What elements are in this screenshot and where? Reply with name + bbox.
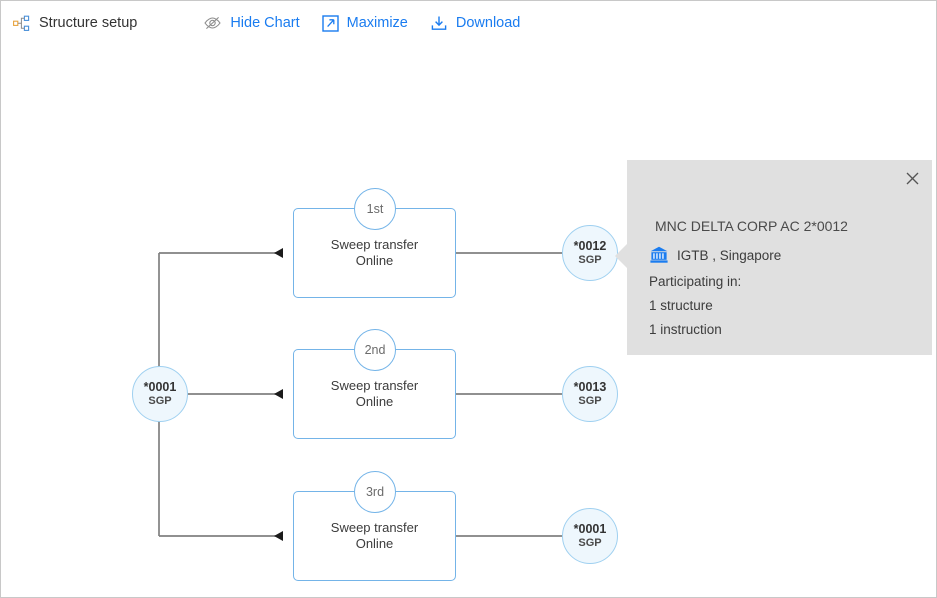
tooltip-structure-count: 1 structure (649, 298, 713, 313)
tooltip-participating-label: Participating in: (649, 274, 742, 289)
structure-setup-label: Structure setup (39, 15, 138, 31)
account-country: SGP (578, 536, 602, 549)
tooltip-bank-label: IGTB , Singapore (677, 247, 782, 263)
sequence-badge-1: 1st (354, 188, 396, 230)
action-node-2-line2: Online (355, 394, 394, 409)
tooltip-title: MNC DELTA CORP AC 2*0012 (655, 218, 848, 234)
account-details-tooltip: MNC DELTA CORP AC 2*0012 IGTB , Singapor… (615, 160, 932, 355)
account-number: *0001 (143, 380, 177, 395)
account-country: SGP (578, 394, 602, 407)
sequence-badge-2: 2nd (354, 329, 396, 371)
sequence-badge-1-label: 1st (366, 202, 384, 216)
account-node-target-1[interactable]: *0012 SGP (562, 225, 618, 281)
sequence-badge-3-label: 3rd (365, 485, 385, 499)
tooltip-body: MNC DELTA CORP AC 2*0012 IGTB , Singapor… (649, 218, 922, 346)
close-icon[interactable] (902, 168, 922, 188)
sequence-badge-3: 3rd (354, 471, 396, 513)
action-node-3-line2: Online (355, 536, 394, 551)
sequence-badge-2-label: 2nd (364, 343, 386, 357)
download-icon (430, 15, 448, 32)
bank-icon (649, 245, 669, 265)
tooltip-pointer (615, 244, 627, 268)
maximize-icon (321, 14, 339, 32)
hide-chart-button[interactable]: Hide Chart (203, 15, 300, 31)
hide-chart-label: Hide Chart (230, 15, 300, 31)
action-node-3-line1: Sweep transfer (330, 519, 419, 535)
download-label: Download (455, 15, 521, 31)
eye-slash-icon (203, 15, 222, 31)
chart-toolbar: Structure setup Hide Chart (1, 1, 936, 45)
account-node-source[interactable]: *0001 SGP (132, 366, 188, 422)
maximize-label: Maximize (346, 15, 408, 31)
structure-chart-canvas: *0001 SGP Sweep transfer Online 1st *001… (1, 45, 936, 597)
action-node-1-line1: Sweep transfer (330, 236, 419, 252)
account-number: *0013 (573, 380, 607, 395)
chart-actions: Hide Chart Maximize (203, 14, 542, 32)
download-button[interactable]: Download (430, 15, 521, 32)
structure-setup-item: Structure setup (13, 15, 137, 32)
action-node-1-line2: Online (355, 253, 394, 268)
account-number: *0001 (573, 522, 607, 537)
tooltip-bank-row: IGTB , Singapore (649, 245, 922, 265)
account-number: *0012 (573, 239, 607, 254)
account-country: SGP (148, 394, 172, 407)
action-node-2-line1: Sweep transfer (330, 377, 419, 393)
account-node-target-3[interactable]: *0001 SGP (562, 508, 618, 564)
account-node-target-2[interactable]: *0013 SGP (562, 366, 618, 422)
sitemap-icon (13, 15, 30, 32)
maximize-button[interactable]: Maximize (321, 14, 408, 32)
tooltip-instruction-count: 1 instruction (649, 322, 722, 337)
account-country: SGP (578, 253, 602, 266)
